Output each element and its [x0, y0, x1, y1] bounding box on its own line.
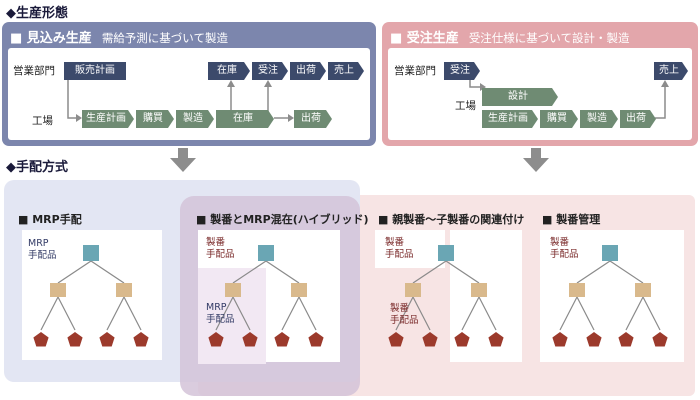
- tree-job-edge-mid-leaf: [625, 296, 644, 331]
- tree-mrp-node-leaf: [133, 332, 149, 347]
- tree-linked-node-leaf: [488, 332, 504, 347]
- tree-hybrid-edge-mid-leaf: [215, 296, 234, 331]
- down-arrow-left: [170, 148, 196, 172]
- tree-mrp-node-mid: [116, 283, 132, 297]
- hybrid-job-part-label: 製番 手配品: [206, 237, 235, 260]
- tree-job-node-root: [602, 245, 618, 261]
- tree-mrp-node-leaf: [99, 332, 115, 347]
- tree-mrp-node-leaf: [67, 332, 83, 347]
- left-sales-step-shipping: 出荷: [290, 62, 326, 80]
- tree-job-node-mid: [635, 283, 651, 297]
- left-factory-step-inventory: 在庫: [216, 110, 274, 128]
- tree-linked-node-leaf: [388, 332, 404, 347]
- tree-mrp-edge-mid-leaf: [57, 296, 76, 331]
- right-factory-step-manufacturing: 製造: [580, 110, 618, 128]
- down-arrow-right: [523, 148, 549, 172]
- tree-hybrid-edge-top-mid: [265, 260, 300, 284]
- right-sales-step-order: 受注: [444, 62, 480, 80]
- right-factory-step-production-plan: 生産計画: [482, 110, 538, 128]
- method-title-linked: ■ 親製番～子製番の関連付け: [378, 213, 525, 226]
- tree-hybrid-node-mid: [291, 283, 307, 297]
- tree-job-edge-top-mid: [609, 260, 644, 284]
- right-factory-label: 工場: [455, 100, 476, 112]
- tree-linked-edge-top-mid: [445, 260, 480, 284]
- linked-parent-part-label: 製番 手配品: [385, 237, 414, 260]
- right-panel-header: ■ 受注生産受注仕様に基づいて設計・製造: [390, 27, 629, 46]
- tree-mrp-edge-mid-leaf: [106, 296, 125, 331]
- left-factory-step-purchasing: 購買: [136, 110, 174, 128]
- left-panel-header: ■ 見込み生産需給予測に基づいて製造: [10, 27, 228, 46]
- left-factory-step-shipping: 出荷: [294, 110, 332, 128]
- tree-job-node-leaf: [552, 332, 568, 347]
- job-control-part-label: 製番 手配品: [550, 237, 579, 260]
- tree-job-edge-mid-leaf: [576, 296, 595, 331]
- tree-hybrid-node-leaf: [242, 332, 258, 347]
- tree-mrp-edge-mid-leaf: [123, 296, 142, 331]
- tree-hybrid-edge-mid-leaf: [281, 296, 300, 331]
- tree-linked-node-leaf: [454, 332, 470, 347]
- left-panel-title: ■ 見込み生産: [10, 31, 92, 46]
- tree-mrp-node-root: [83, 245, 99, 261]
- tree-hybrid-node-leaf: [308, 332, 324, 347]
- tree-linked-edge-mid-leaf: [412, 296, 431, 331]
- right-factory-step-design: 設計: [482, 88, 558, 106]
- right-sales-dept-label: 営業部門: [394, 65, 436, 77]
- tree-linked-edge-mid-leaf: [395, 296, 414, 331]
- right-sales-step-revenue: 売上: [654, 62, 688, 80]
- left-sales-dept-label: 営業部門: [13, 65, 55, 77]
- tree-job-node-leaf: [652, 332, 668, 347]
- tree-job-node-leaf: [586, 332, 602, 347]
- tree-hybrid-edge-top-mid: [232, 260, 267, 284]
- tree-hybrid-node-leaf: [208, 332, 224, 347]
- bom-trees: [33, 245, 668, 347]
- linked-child-part-label: 製番 手配品: [390, 303, 419, 326]
- hybrid-mrp-part-label: MRP 手配品: [206, 302, 235, 325]
- left-sales-step-inventory: 在庫: [208, 62, 250, 80]
- tree-linked-edge-mid-leaf: [461, 296, 480, 331]
- left-sales-step-revenue: 売上: [328, 62, 364, 80]
- tree-linked-node-mid: [405, 283, 421, 297]
- left-sales-step-sales-plan: 販売計画: [64, 62, 126, 80]
- tree-hybrid-node-root: [258, 245, 274, 261]
- method-title-hybrid: ■ 製番とMRP混在(ハイブリッド): [196, 213, 369, 226]
- tree-linked-node-mid: [471, 283, 487, 297]
- tree-linked-edge-mid-leaf: [478, 296, 497, 331]
- right-panel-subtitle: 受注仕様に基づいて設計・製造: [468, 31, 630, 45]
- tree-mrp-edge-top-mid: [90, 260, 125, 284]
- tree-job-edge-mid-leaf: [642, 296, 661, 331]
- left-factory-step-production-plan: 生産計画: [82, 110, 134, 128]
- tree-job-edge-mid-leaf: [559, 296, 578, 331]
- left-factory-label: 工場: [32, 115, 53, 127]
- left-factory-step-manufacturing: 製造: [176, 110, 214, 128]
- tree-job-edge-top-mid: [576, 260, 611, 284]
- method-title-job-control: ■ 製番管理: [542, 213, 601, 226]
- tree-job-node-leaf: [618, 332, 634, 347]
- left-panel-subtitle: 需給予測に基づいて製造: [101, 31, 228, 45]
- mrp-part-label: MRP 手配品: [28, 238, 57, 261]
- tree-linked-node-root: [438, 245, 454, 261]
- tree-linked-node-leaf: [422, 332, 438, 347]
- method-title-mrp: ■ MRP手配: [18, 213, 82, 226]
- section-title-production-form: ◆生産形態: [6, 6, 68, 21]
- tree-hybrid-node-leaf: [274, 332, 290, 347]
- tree-hybrid-node-mid: [225, 283, 241, 297]
- tree-mrp-edge-mid-leaf: [40, 296, 59, 331]
- tree-linked-edge-top-mid: [412, 260, 447, 284]
- right-factory-step-purchasing: 購買: [540, 110, 578, 128]
- right-factory-step-shipping: 出荷: [620, 110, 656, 128]
- section-title-procurement-method: ◆手配方式: [6, 160, 68, 175]
- tree-hybrid-edge-mid-leaf: [232, 296, 251, 331]
- tree-mrp-edge-top-mid: [57, 260, 92, 284]
- right-panel-title: ■ 受注生産: [390, 31, 459, 46]
- tree-hybrid-edge-mid-leaf: [298, 296, 317, 331]
- left-sales-step-order: 受注: [252, 62, 288, 80]
- tree-job-node-mid: [569, 283, 585, 297]
- tree-mrp-node-mid: [50, 283, 66, 297]
- tree-mrp-node-leaf: [33, 332, 49, 347]
